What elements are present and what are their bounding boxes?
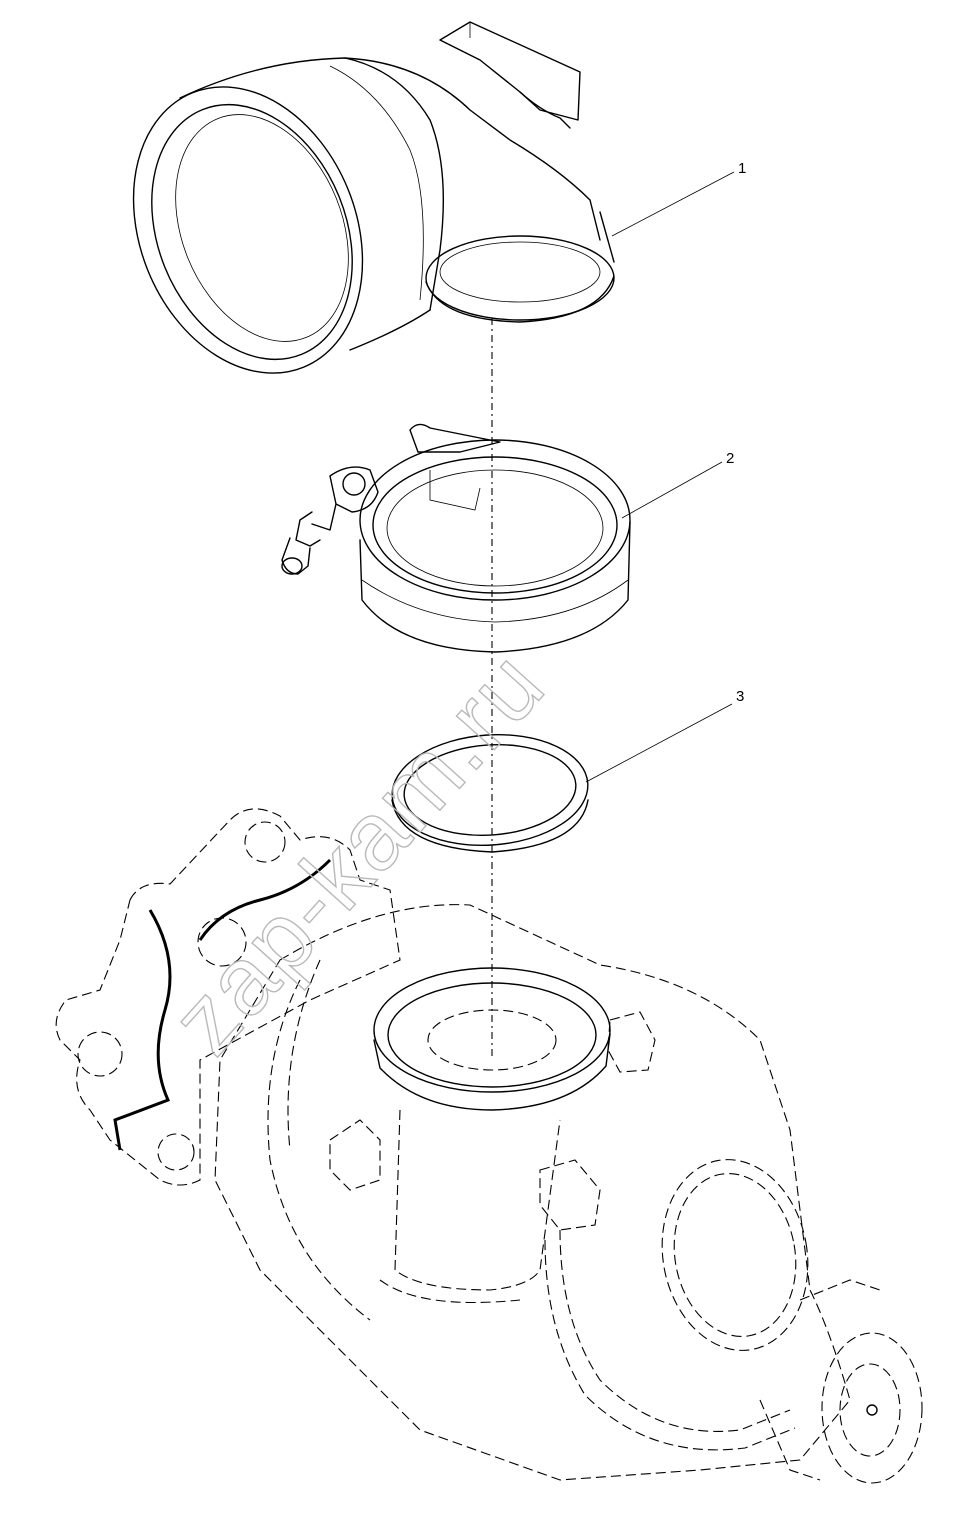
part-1-elbow-pipe — [132, 21, 615, 374]
watermark-text: zap-kam.ru — [151, 631, 565, 1074]
callout-1: 1 — [611, 160, 746, 237]
callout-3-label: 3 — [736, 688, 744, 705]
callout-3-leader — [585, 703, 733, 783]
turbocharger-assembly — [55, 808, 923, 1484]
callout-2-leader — [621, 461, 723, 519]
callout-1-leader — [611, 171, 735, 237]
callout-2-label: 2 — [726, 450, 734, 467]
callout-1-label: 1 — [738, 160, 746, 177]
callout-2: 2 — [621, 450, 734, 519]
part-2-v-band-clamp — [281, 423, 631, 653]
callout-3: 3 — [585, 688, 744, 783]
